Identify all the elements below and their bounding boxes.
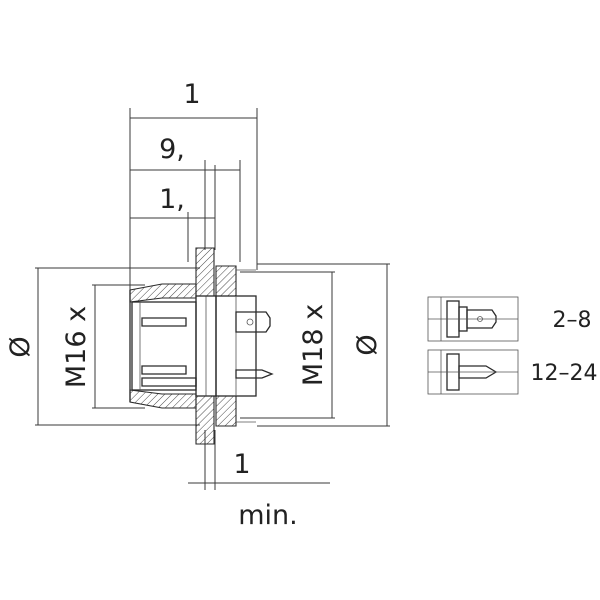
label-flange-offset: 1, xyxy=(159,184,185,215)
label-thread-m18: M18 x xyxy=(298,304,329,386)
connector-body xyxy=(129,247,274,445)
label-body-length: 9, xyxy=(159,134,185,165)
dimension-outer-diameter-right xyxy=(257,263,390,427)
label-variant-a: 2–8 xyxy=(553,308,592,333)
label-min-thickness: 1 xyxy=(233,449,250,480)
variant-view-a xyxy=(427,296,519,342)
dimension-outer-diameter-left xyxy=(35,267,200,426)
variant-view-b xyxy=(427,349,519,395)
label-diameter-right: Ø xyxy=(352,334,383,355)
label-thread-m16: M16 x xyxy=(61,306,92,388)
dimension-flange-offset xyxy=(130,212,215,262)
dimension-thread-m18 xyxy=(240,271,335,419)
label-variant-b: 12–24 xyxy=(531,361,598,386)
dimension-thread-m16 xyxy=(92,284,145,409)
dimension-overall-length xyxy=(129,108,258,290)
label-min-text: min. xyxy=(238,500,298,531)
label-diameter-left: Ø xyxy=(5,336,36,357)
dimension-body-length xyxy=(130,160,241,262)
label-overall-length: 1 xyxy=(183,79,200,110)
